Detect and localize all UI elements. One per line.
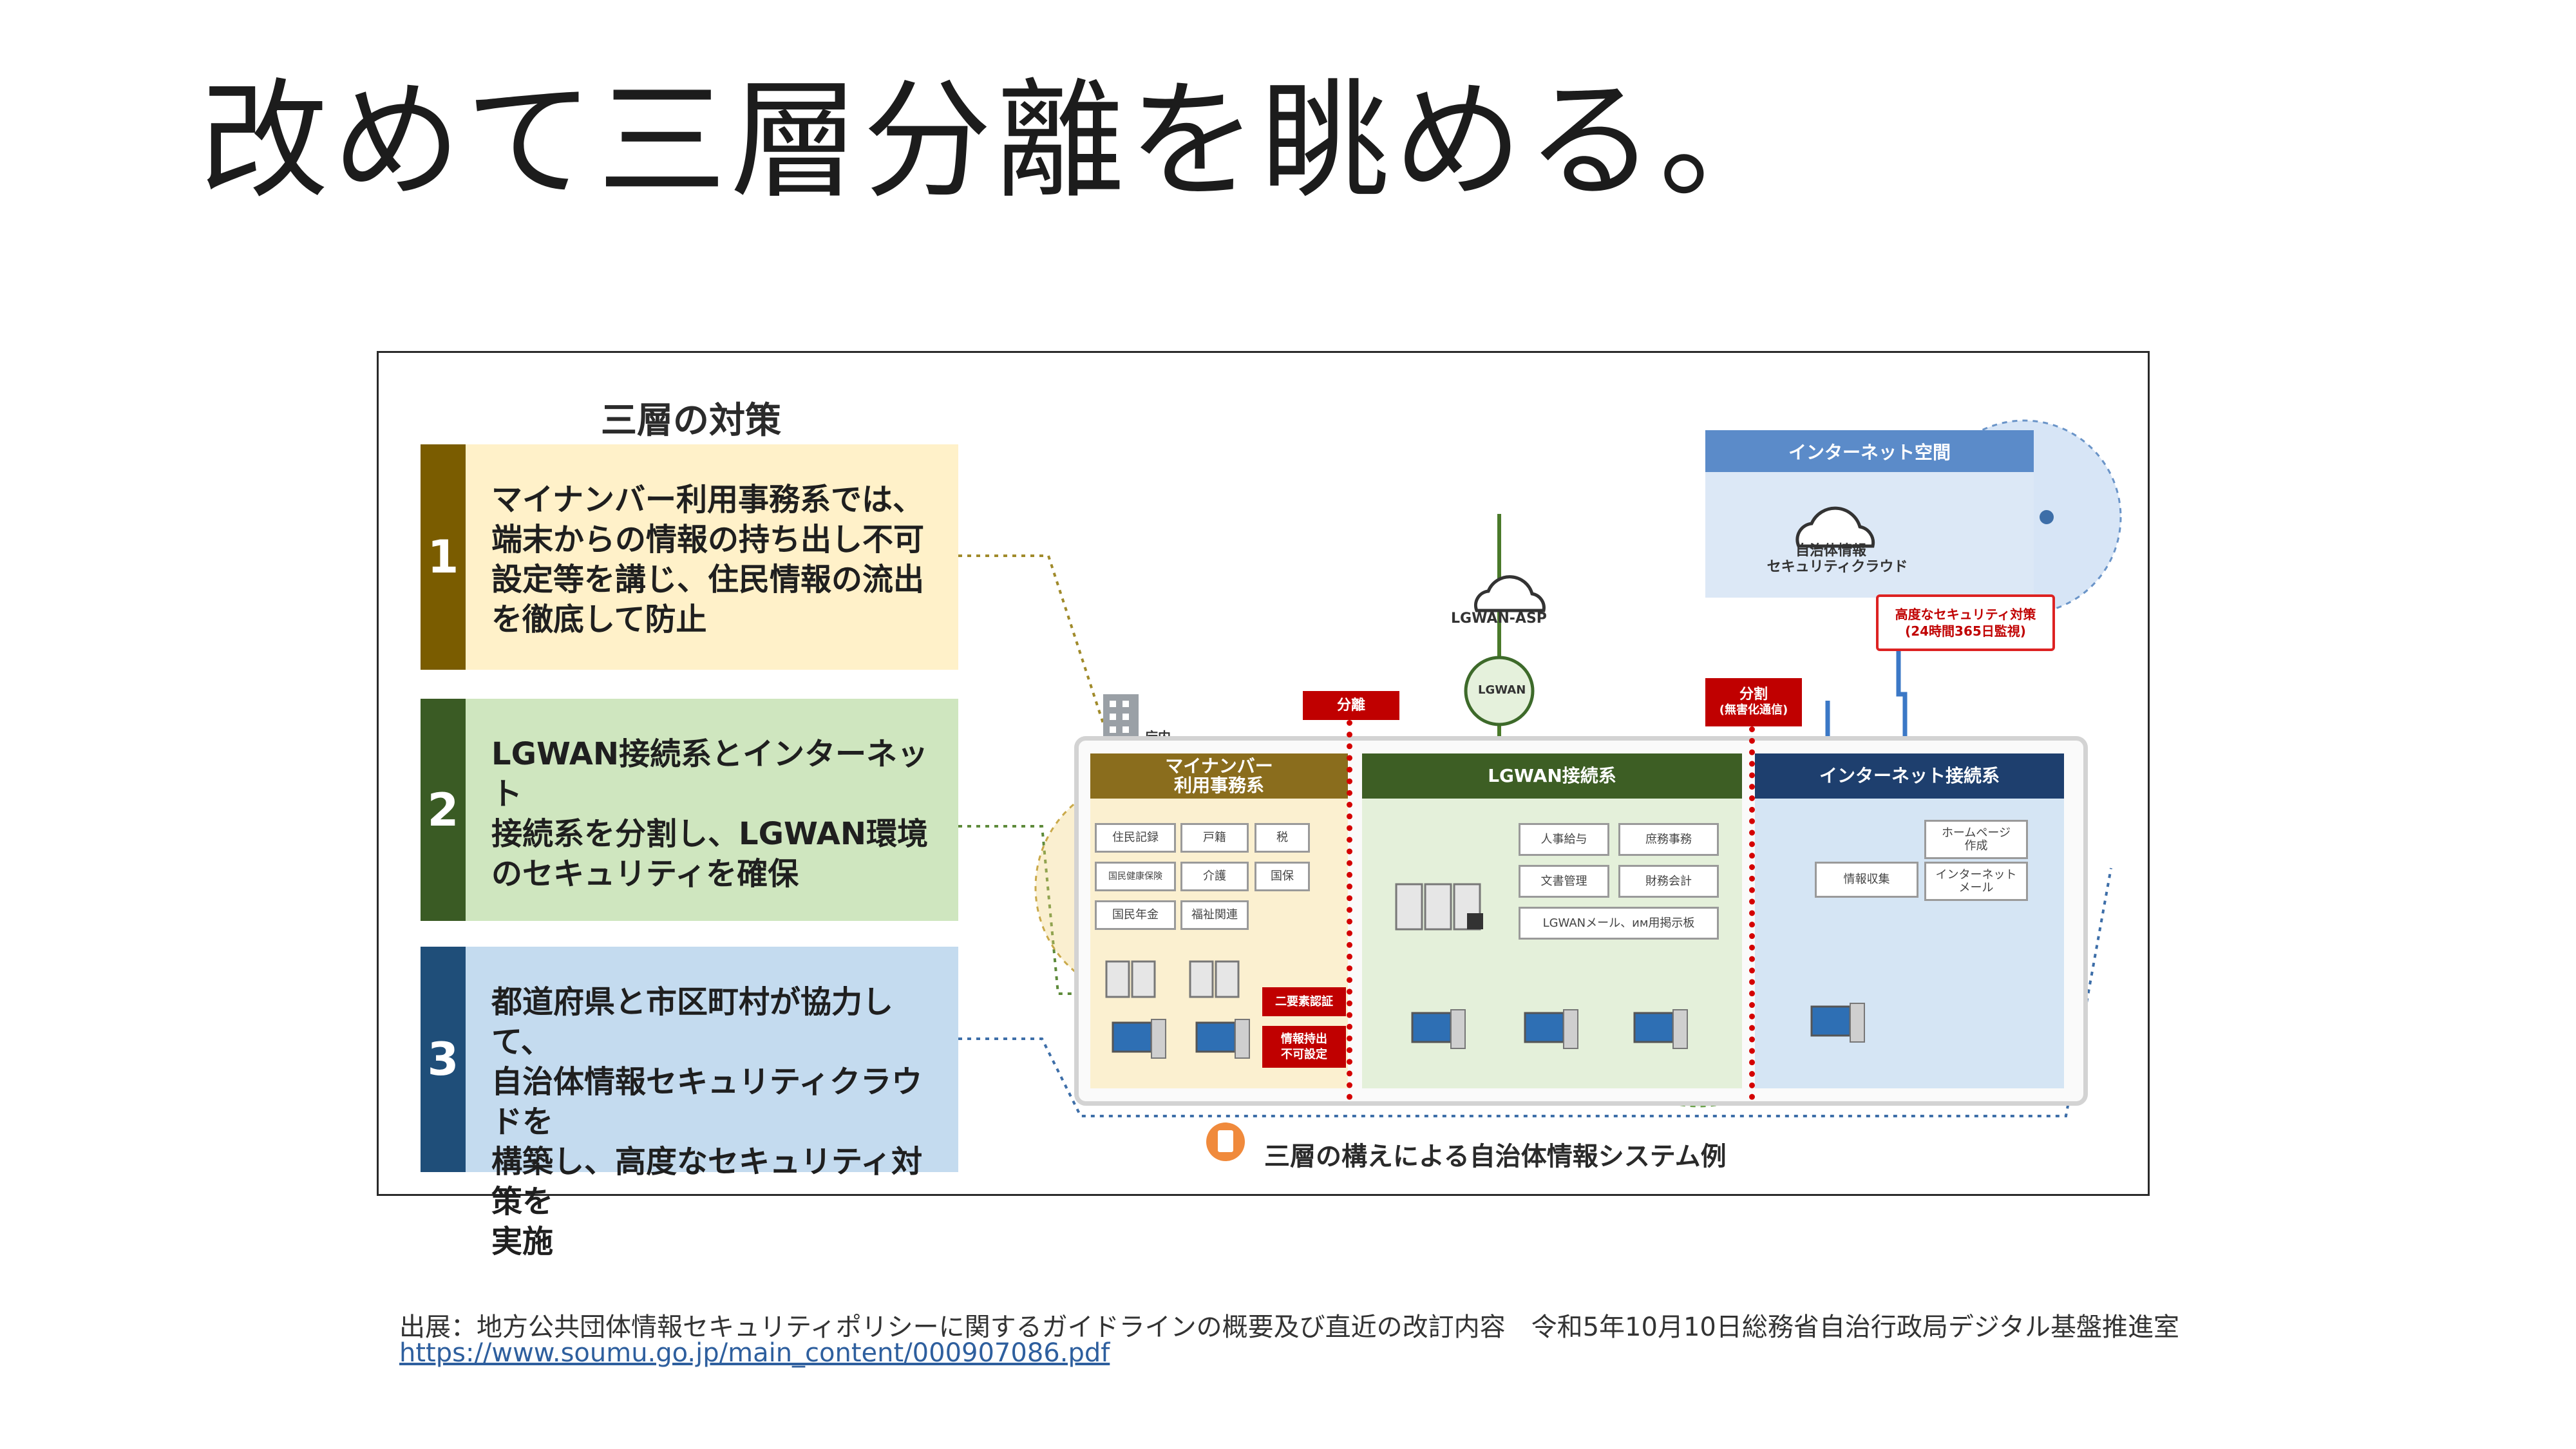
tag-internet: インターネット メール: [1924, 862, 2028, 901]
cloud-label-1: 自治体情報: [1795, 543, 1866, 559]
server-icon: [1105, 960, 1240, 998]
separation-note: (無害化通信): [1719, 703, 1788, 717]
zone-header: インターネット接続系: [1755, 753, 2064, 799]
internet-space-panel: インターネット空間: [1705, 430, 2034, 598]
separation-tag-1: 分離: [1303, 691, 1399, 720]
measure-number: 2: [421, 699, 466, 921]
source-link[interactable]: https://www.soumu.go.jp/main_content/000…: [399, 1338, 1110, 1368]
diagram-caption: 三層の構えによる自治体情報システム例: [1264, 1142, 1727, 1171]
tag-lgwan: 庶務事務: [1618, 823, 1719, 856]
separation-label: 分割: [1739, 686, 1768, 703]
tag-lgwan: LGWANメール、им用掲示板: [1519, 907, 1719, 940]
measure-text: 都道府県と市区町村が協力して、 自治体情報セキュリティクラウドを 構築し、高度な…: [466, 947, 958, 1260]
tag-mynumber: 戸籍: [1180, 823, 1249, 853]
high-security-line1: 高度なセキュリティ対策: [1895, 607, 2036, 622]
measure-number: 3: [421, 947, 466, 1172]
tag-mynumber: 介護: [1180, 862, 1249, 891]
high-security-note: 高度なセキュリティ対策 (24時間365日監視): [1876, 594, 2055, 651]
device-icons: [1105, 883, 1865, 1161]
server-icon: [1395, 883, 1483, 931]
measure-number: 1: [421, 444, 466, 670]
cloud-icons: [1464, 506, 1875, 726]
clipboard-icon: [1206, 1122, 1245, 1161]
tag-lgwan: 文書管理: [1519, 865, 1609, 898]
cloud-label-2: セキュリティクラウド: [1766, 559, 1908, 575]
internet-space-header: インターネット空間: [1705, 430, 2034, 472]
lgwan-asp-label: LGWAN-ASP: [1451, 611, 1547, 627]
zone-header: マイナンバー 利用事務系: [1090, 753, 1348, 799]
lgwan-label: LGWAN: [1478, 683, 1526, 697]
no-export-line2: 不可設定: [1281, 1047, 1327, 1061]
tag-mynumber: 福祉関連: [1180, 900, 1249, 930]
high-security-line2: (24時間365日監視): [1905, 623, 2026, 639]
tag-mynumber: 国民年金: [1095, 900, 1176, 930]
measure-text: マイナンバー利用事務系では、 端末からの情報の持ち出し不可 設定等を講じ、住民情…: [466, 444, 958, 670]
separation-tag-2: 分割 (無害化通信): [1705, 678, 1802, 726]
measure-text: LGWAN接続系とインターネット 接続系を分割し、LGWAN環境 のセキュリティ…: [466, 699, 958, 921]
tag-internet: ホームページ 作成: [1924, 820, 2028, 859]
tag-mynumber: 国民健康保険: [1095, 862, 1176, 891]
tag-internet: 情報収集: [1815, 862, 1918, 898]
measures-title: 三層の対策: [601, 400, 781, 442]
no-export-line1: 情報持出: [1281, 1032, 1327, 1046]
tag-mynumber: 国保: [1255, 862, 1310, 891]
no-export-setting: 情報持出 不可設定: [1262, 1026, 1346, 1068]
slide-title: 改めて三層分離を眺める。: [200, 66, 1792, 216]
pc-icon: [1112, 1005, 1852, 1053]
measure-2: 2 LGWAN接続系とインターネット 接続系を分割し、LGWAN環境 のセキュリ…: [421, 699, 958, 921]
zone-header: LGWAN接続系: [1362, 753, 1742, 799]
pc-base-icon: [1151, 1003, 1865, 1059]
three-layer-figure: 三層の対策 1 マイナンバー利用事務系では、 端末からの情報の持ち出し不可 設定…: [377, 351, 2150, 1260]
zone-internet: インターネット接続系: [1755, 753, 2064, 1088]
measure-3: 3 都道府県と市区町村が協力して、 自治体情報セキュリティクラウドを 構築し、高…: [421, 947, 958, 1260]
tag-lgwan: 財務会計: [1618, 865, 1719, 898]
separation-line-1: [1347, 720, 1352, 1100]
separation-line-2: [1749, 726, 1755, 1100]
measure-1: 1 マイナンバー利用事務系では、 端末からの情報の持ち出し不可 設定等を講じ、住…: [421, 444, 958, 670]
two-factor-auth: 二要素認証: [1262, 987, 1346, 1016]
tag-lgwan: 人事給与: [1519, 823, 1609, 856]
source-citation: 出展：地方公共団体情報セキュリティポリシーに関するガイドラインの概要及び直近の改…: [399, 1312, 2180, 1342]
tag-mynumber: 税: [1255, 823, 1310, 853]
tag-mynumber: 住民記録: [1095, 823, 1176, 853]
